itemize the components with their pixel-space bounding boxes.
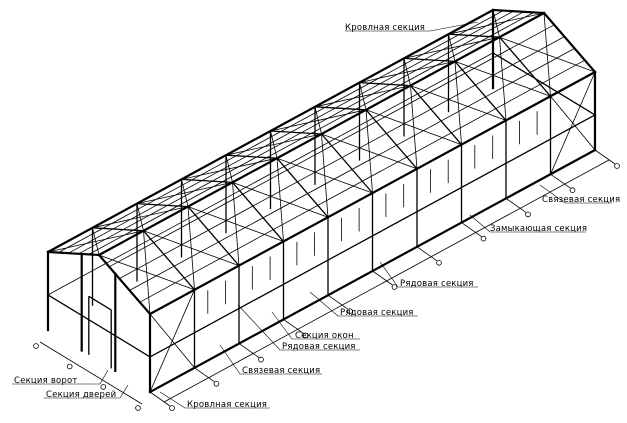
roof-brace <box>143 230 240 266</box>
label-roof-section-bottom: Кровлная секция <box>187 400 267 410</box>
rafter-right <box>542 11 597 74</box>
rafter-left <box>448 33 500 38</box>
label-tie-section-right: Связевая секция <box>542 195 620 205</box>
rafter-left <box>225 154 278 159</box>
label-row-section-2: Рядовая секция <box>340 308 414 318</box>
roof-brace <box>136 203 144 231</box>
label-closing-section: Замыкающая секция <box>490 224 587 234</box>
dimension-line <box>39 341 143 405</box>
roof-brace <box>181 179 189 207</box>
rafter-right <box>187 206 240 267</box>
extension-line <box>594 149 616 165</box>
purlin-left <box>88 12 534 255</box>
roof-brace <box>410 85 507 121</box>
axis-marker <box>391 284 398 290</box>
label-gates-section: Секция ворот <box>14 376 78 386</box>
roof-brace <box>232 182 329 218</box>
roof-brace <box>225 155 233 183</box>
purlin-right <box>139 59 585 303</box>
roof-brace <box>403 58 411 86</box>
section-labels: Кровлная секция Связевая секция Замыкающ… <box>14 23 620 410</box>
roof-brace <box>187 206 284 242</box>
rafter-right <box>454 60 507 121</box>
gate-lintel <box>88 295 112 311</box>
wall-girt-right <box>149 114 596 358</box>
axis-marker <box>525 211 531 218</box>
purlin-right <box>129 48 575 291</box>
gable-girt <box>47 294 151 358</box>
purlin-right <box>109 24 555 268</box>
roof-brace <box>499 36 596 73</box>
rafter-right <box>321 133 373 194</box>
rafter-right <box>499 36 551 97</box>
axis-marker <box>436 259 442 266</box>
wall-brace <box>550 95 596 151</box>
extension-line <box>505 198 527 213</box>
extension-line <box>238 343 260 358</box>
rafter-left <box>359 81 411 87</box>
extension-line <box>550 173 571 189</box>
roof-brace <box>359 82 367 110</box>
rafter-left <box>314 106 367 111</box>
axis-marker <box>614 163 620 169</box>
purlin-left <box>78 11 524 255</box>
label-tie-section-left: Связевая секция <box>242 366 320 376</box>
rafter-right <box>97 253 152 316</box>
extension-line <box>327 294 349 310</box>
rafter-left <box>92 227 144 232</box>
roof-brace <box>321 133 418 170</box>
roof-brace <box>448 34 456 62</box>
roof-brace <box>492 9 500 38</box>
rafter-left <box>46 250 101 257</box>
axis-marker <box>302 332 309 339</box>
extension-line <box>416 246 438 262</box>
purlin-left <box>68 10 514 254</box>
rafter-right <box>276 157 329 218</box>
axis-marker <box>100 384 107 390</box>
gable-girt <box>492 52 596 116</box>
label-row-section-3: Рядовая секция <box>282 342 356 352</box>
roof-brace <box>454 61 551 97</box>
leader-lines <box>12 21 612 409</box>
rafter-right <box>410 85 462 146</box>
extension-line <box>149 391 171 407</box>
roof-brace <box>270 130 278 159</box>
rafter-right <box>365 109 418 170</box>
rafter-left <box>491 8 546 15</box>
rafter-left <box>270 130 322 135</box>
rafter-left <box>403 57 456 63</box>
axis-marker <box>347 308 353 315</box>
extension-line <box>461 222 482 237</box>
axis-marker <box>66 363 73 370</box>
wall-brace <box>149 313 195 369</box>
rafter-left <box>181 178 233 184</box>
axis-marker <box>33 343 39 349</box>
label-roof-section-top: Кровлная секция <box>345 23 425 33</box>
extension-line <box>194 367 215 383</box>
rafter-right <box>143 230 195 291</box>
wall-girt-left <box>47 52 494 296</box>
axis-marker <box>213 380 220 387</box>
extension-line <box>372 270 393 286</box>
axis-marker <box>135 405 141 411</box>
roof-brace <box>314 106 322 135</box>
purlin-left <box>58 10 504 253</box>
roof-brace <box>365 109 462 145</box>
axis-marker <box>258 356 264 363</box>
rafter-right <box>232 181 284 242</box>
rafter-left <box>136 202 189 208</box>
roof-brace <box>92 227 100 256</box>
roof-brace <box>98 254 195 291</box>
extension-line <box>283 319 304 334</box>
roof-brace <box>276 157 373 194</box>
building-structure <box>33 8 620 411</box>
axis-marker <box>480 235 487 242</box>
axis-marker <box>569 187 576 194</box>
label-windows-section: Секция окон <box>295 331 354 341</box>
purlin-right <box>119 36 565 279</box>
label-row-section-1: Рядовая секция <box>400 279 474 289</box>
label-doors-section: Секция дверей <box>46 390 116 400</box>
axis-marker <box>169 405 175 411</box>
